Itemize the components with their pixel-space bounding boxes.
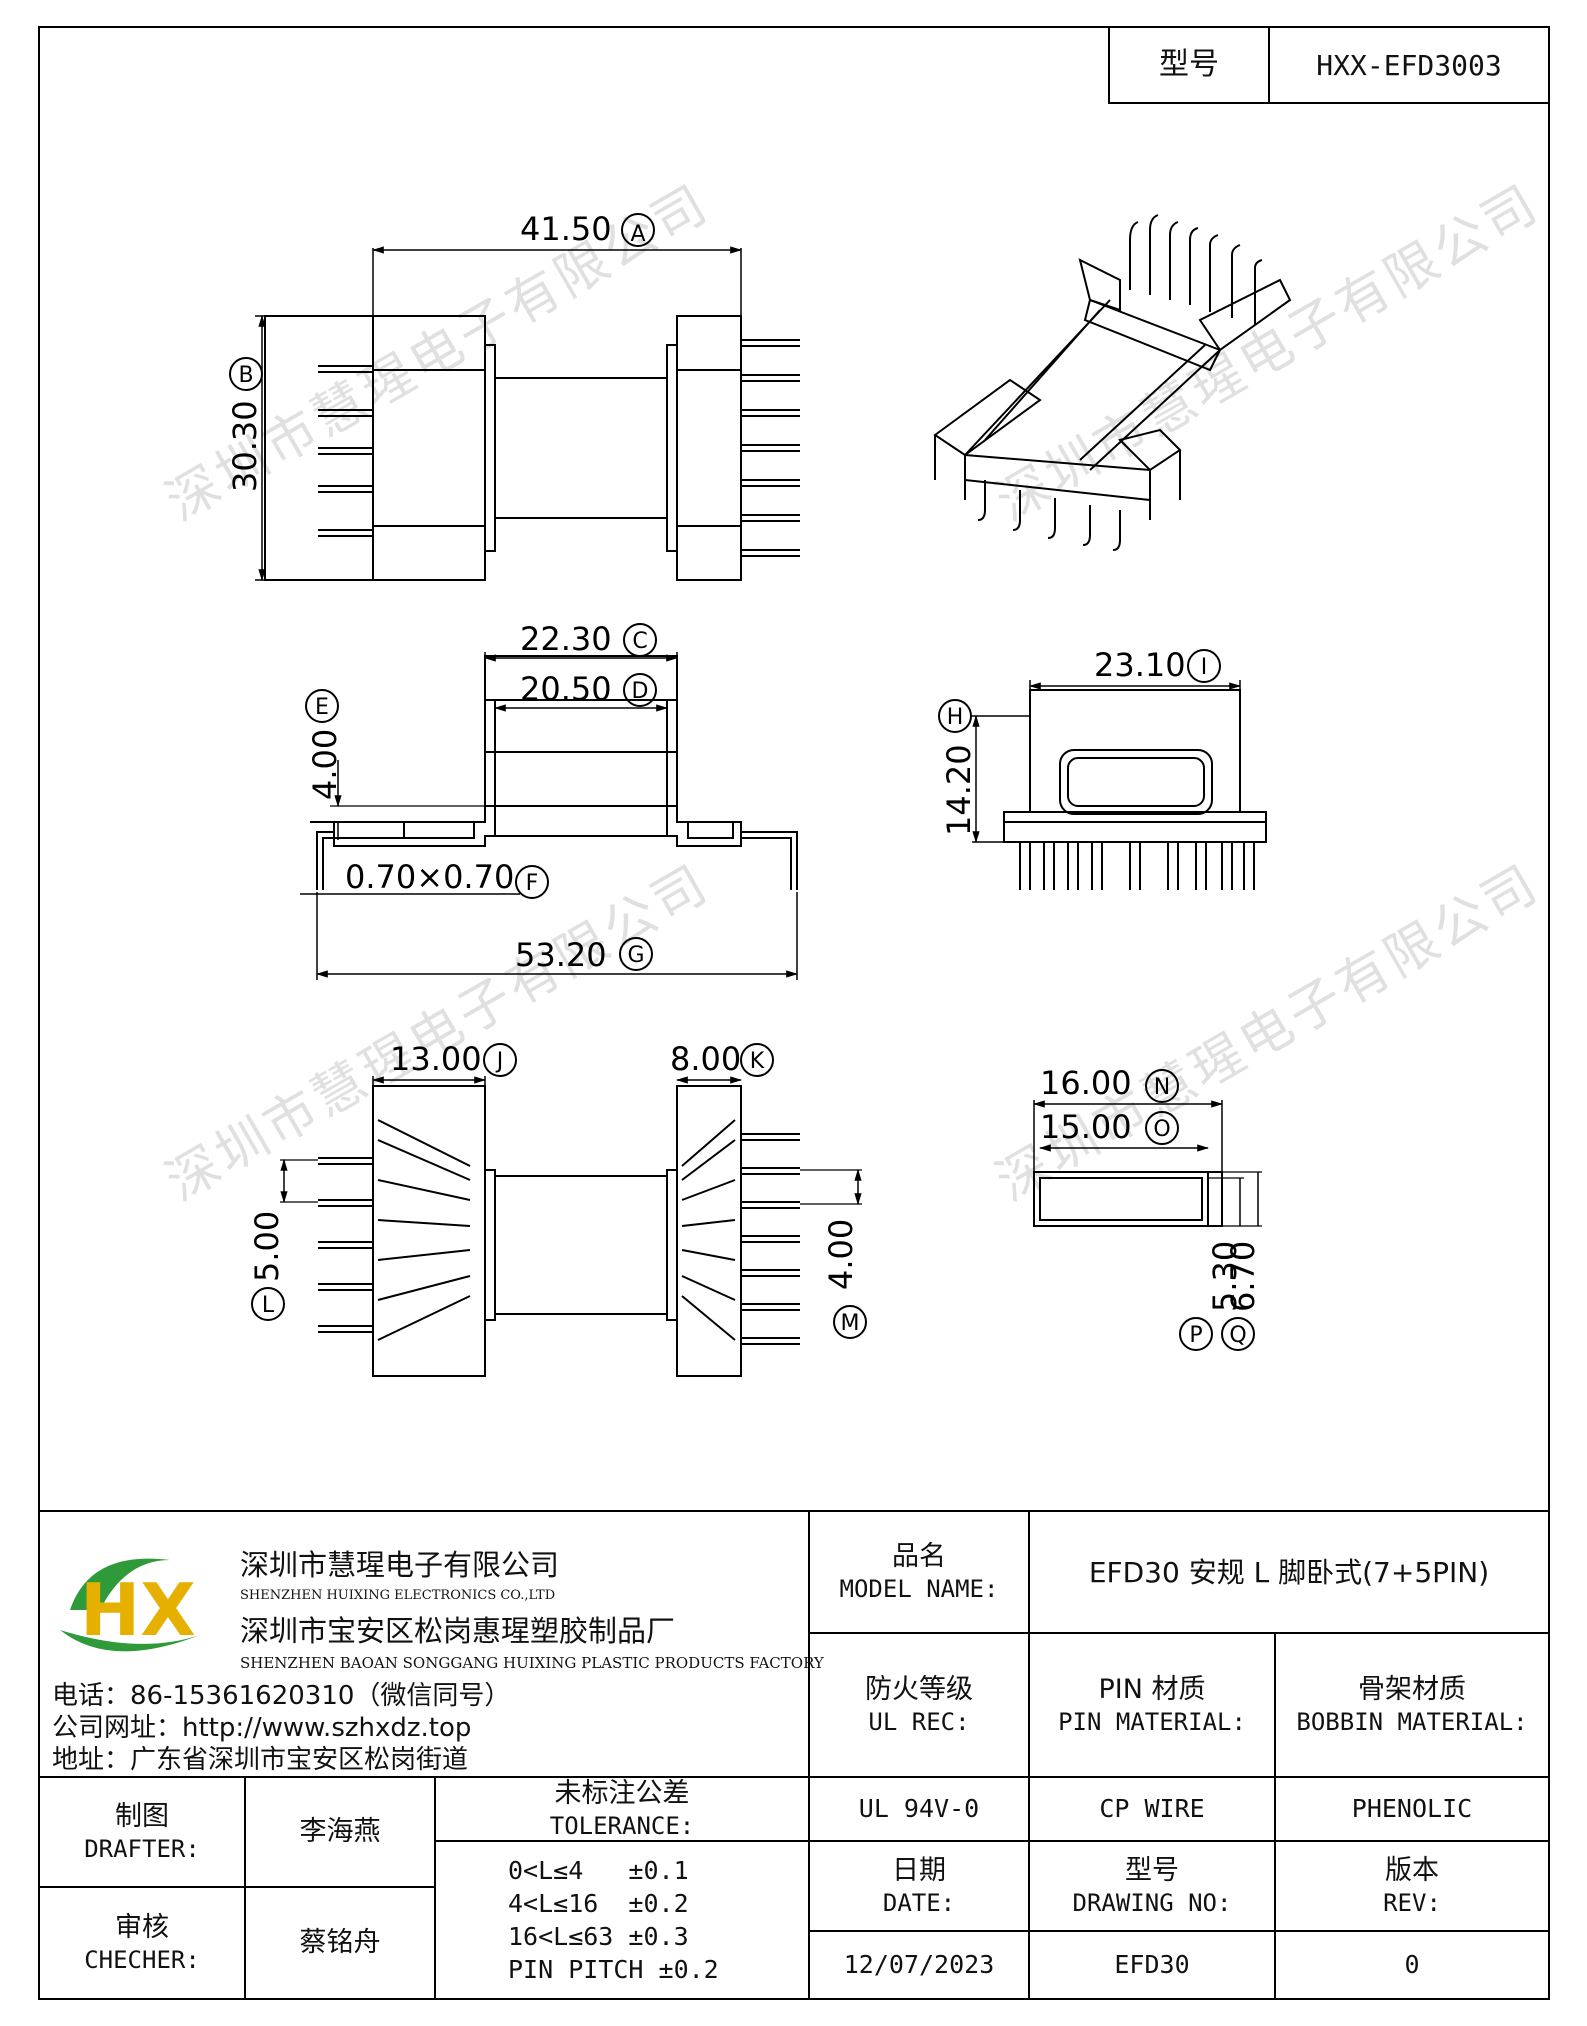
dim-f-value: 0.70×0.70 <box>345 858 514 896</box>
dim-m-tag: M <box>841 1311 860 1336</box>
dim-p-tag: P <box>1189 1323 1202 1348</box>
bottom-view <box>318 1085 800 1377</box>
date-value: 12/07/2023 <box>808 1930 1030 2000</box>
dim-d-value: 20.50 <box>520 670 612 708</box>
company-website[interactable]: 公司网址：http://www.szhxdz.top <box>52 1713 472 1743</box>
dim-e-tag: E <box>315 695 329 720</box>
dim-b-value: 30.30 <box>226 400 264 492</box>
dim-n-value: 16.00 <box>1040 1064 1132 1102</box>
dim-a-tag: A <box>630 222 645 247</box>
drafter-label: 制图 DRAFTER: <box>38 1776 246 1888</box>
company-phone: 电话：86-15361620310（微信同号） <box>52 1681 511 1711</box>
dim-n-tag: N <box>1154 1075 1170 1100</box>
model-label: 型号 <box>1108 26 1270 104</box>
dim-i-value: 23.10 <box>1094 646 1186 684</box>
bobbin-material-value: PHENOLIC <box>1274 1776 1550 1842</box>
dim-q-value: 6.70 <box>1224 1241 1262 1312</box>
dim-j-value: 13.00 <box>390 1040 482 1078</box>
model-value: HXX-EFD3003 <box>1268 26 1550 104</box>
dim-b-tag: B <box>238 363 253 388</box>
checker-value: 蔡铭舟 <box>244 1886 436 2000</box>
dim-f-tag: F <box>526 871 539 896</box>
dim-k-value: 8.00 <box>670 1040 741 1078</box>
pin-material-label: PIN 材质 PIN MATERIAL: <box>1028 1632 1276 1778</box>
company-logo: HX <box>60 1558 200 1652</box>
dim-k-tag: K <box>750 1049 765 1074</box>
section-view <box>1033 1171 1223 1227</box>
dim-j-tag: J <box>495 1049 504 1074</box>
checker-label: 审核 CHECHER: <box>38 1886 246 2000</box>
company-name-en: SHENZHEN HUIXING ELECTRONICS CO.,LTD <box>240 1588 556 1603</box>
dim-e-value: 4.00 <box>306 729 344 800</box>
dim-l-value: 5.00 <box>248 1211 286 1282</box>
technical-drawing: 41.50 A 30.30 B 22.30 C 20.50 D 4.00 E 0… <box>226 210 1292 1377</box>
dim-a-value: 41.50 <box>520 210 612 248</box>
dim-i-tag: I <box>1201 655 1208 680</box>
ul-rec-value: UL 94V-0 <box>808 1776 1030 1842</box>
rev-value: 0 <box>1274 1930 1550 2000</box>
dim-h-value: 14.20 <box>940 744 978 836</box>
model-name-label: 品名 MODEL NAME: <box>808 1510 1030 1634</box>
dim-g-tag: G <box>627 943 644 968</box>
bobbin-material-label: 骨架材质 BOBBIN MATERIAL: <box>1274 1632 1550 1778</box>
ul-rec-label: 防火等级 UL REC: <box>808 1632 1030 1778</box>
tolerance-label: 未标注公差 TOLERANCE: <box>434 1776 810 1842</box>
tolerance-values: 0<L≤4 ±0.1 4<L≤16 ±0.2 16<L≤63 ±0.3 PIN … <box>434 1840 810 2000</box>
dim-p-value: 5.30 <box>1206 1241 1244 1312</box>
logo-text: HX <box>80 1568 196 1652</box>
dim-d-tag: D <box>632 679 649 704</box>
dim-g-value: 53.20 <box>515 936 607 974</box>
drafter-value: 李海燕 <box>244 1776 436 1888</box>
dim-l-tag: L <box>262 1293 275 1318</box>
model-name-value: EFD30 安规 L 脚卧式(7+5PIN) <box>1028 1510 1550 1634</box>
top-view <box>264 315 800 581</box>
front-view <box>310 655 798 890</box>
drawing-no-label: 型号 DRAWING NO: <box>1028 1840 1276 1932</box>
dim-o-tag: O <box>1153 1117 1170 1142</box>
factory-name: 深圳市宝安区松岗惠瑆塑胶制品厂 <box>240 1614 676 1648</box>
factory-name-en: SHENZHEN BAOAN SONGGANG HUIXING PLASTIC … <box>240 1654 824 1672</box>
dim-c-value: 22.30 <box>520 620 612 658</box>
rev-label: 版本 REV: <box>1274 1840 1550 1932</box>
dim-o-value: 15.00 <box>1040 1108 1132 1146</box>
pin-material-value: CP WIRE <box>1028 1776 1276 1842</box>
dim-q-tag: Q <box>1229 1323 1246 1348</box>
company-name: 深圳市慧瑆电子有限公司 <box>240 1548 560 1582</box>
side-view <box>1003 689 1267 890</box>
dim-h-tag: H <box>947 705 964 730</box>
isometric-view <box>933 214 1292 551</box>
date-label: 日期 DATE: <box>808 1840 1030 1932</box>
company-address: 地址：广东省深圳市宝安区松岗街道 <box>52 1745 469 1775</box>
drawing-no-value: EFD30 <box>1028 1930 1276 2000</box>
dim-c-tag: C <box>632 629 647 654</box>
dim-m-value: 4.00 <box>822 1219 860 1290</box>
